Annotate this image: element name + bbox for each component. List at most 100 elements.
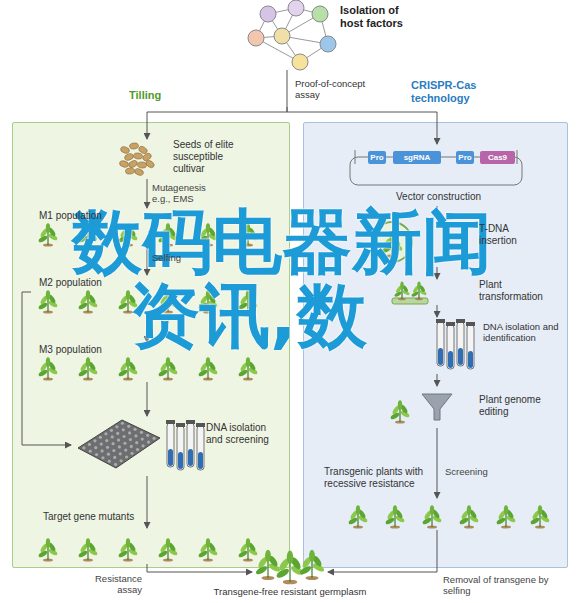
network-node <box>274 28 290 44</box>
network-node <box>288 0 304 16</box>
plant-icon <box>275 550 305 584</box>
seed <box>119 160 129 168</box>
leaf <box>238 235 249 244</box>
leaf <box>78 369 89 378</box>
leaf <box>246 223 250 233</box>
leaf <box>46 538 50 548</box>
leaf <box>78 302 89 311</box>
plant-stem <box>127 297 128 312</box>
leaf <box>78 235 89 244</box>
plant-stem <box>247 364 248 379</box>
node-text: Transgenic plants with recessive resista… <box>324 466 442 490</box>
node-text: Transgene-free resistant germplasm <box>200 586 380 597</box>
leaf <box>39 295 48 305</box>
soil <box>464 525 474 528</box>
plant-stem <box>167 545 168 560</box>
soil <box>83 377 93 380</box>
leaf <box>385 517 396 526</box>
leaf <box>88 548 99 557</box>
tdna-circle <box>372 222 412 262</box>
leaf <box>505 509 514 519</box>
plant-icon <box>38 357 59 380</box>
soil <box>43 558 53 561</box>
node-text: Plant transformation <box>479 279 554 303</box>
plate-well <box>112 449 115 452</box>
network-node <box>292 54 308 70</box>
leaf <box>391 236 401 247</box>
leaf <box>199 543 208 553</box>
step-node: M1 population <box>31 208 261 248</box>
leaf <box>158 550 169 559</box>
leaf <box>79 295 88 305</box>
leaf <box>391 405 400 415</box>
soil <box>123 377 133 380</box>
plant-stem <box>47 230 48 245</box>
leaf <box>431 509 440 519</box>
plant-icon <box>381 232 404 258</box>
leaf <box>206 538 210 548</box>
leaf <box>159 295 168 305</box>
seed <box>124 153 135 162</box>
leaf <box>239 543 248 553</box>
flow-arrow <box>437 428 438 498</box>
leaf <box>38 235 49 244</box>
step-node: Plant genome editing <box>386 386 536 428</box>
node-text: DNA isolation and screening <box>206 422 281 446</box>
network-link <box>256 36 282 38</box>
leaf <box>88 300 99 309</box>
flow-arrow <box>147 107 287 139</box>
leaf <box>530 517 541 526</box>
soil <box>501 525 511 528</box>
leaf <box>118 369 129 378</box>
leaf <box>539 509 548 519</box>
leaf <box>199 362 208 372</box>
vector-frame <box>350 157 522 185</box>
leaf <box>399 404 408 414</box>
plant-stem <box>87 230 88 245</box>
soil <box>353 525 363 528</box>
plant-stem <box>418 287 419 299</box>
leaf <box>248 548 259 557</box>
leaf <box>168 300 179 309</box>
leaf <box>206 357 210 367</box>
plant-stem <box>401 287 402 299</box>
soil <box>123 243 133 246</box>
soil <box>243 558 253 561</box>
leaf <box>469 515 480 524</box>
leaf <box>278 557 291 572</box>
leaf <box>208 300 219 309</box>
soil <box>203 558 213 561</box>
plant-icon <box>198 290 219 313</box>
seed <box>142 152 153 162</box>
leaf <box>79 228 88 238</box>
soil <box>163 377 173 380</box>
network-link <box>282 14 320 36</box>
leaf <box>118 302 129 311</box>
leaf <box>208 233 219 242</box>
plate-well <box>118 445 121 448</box>
leaf <box>248 233 259 242</box>
flow-arrow <box>147 564 252 572</box>
step-node: Transgenic plants with recessive resista… <box>323 498 548 530</box>
leaf <box>248 367 259 376</box>
plate-well <box>152 437 155 440</box>
leaf <box>238 550 249 559</box>
plant-stem <box>87 297 88 312</box>
leaf <box>275 567 290 579</box>
leaf <box>395 285 402 293</box>
plate-well <box>99 436 102 439</box>
node-text: CRISPR-Cas technology <box>411 79 491 105</box>
soil <box>387 254 398 258</box>
leaf <box>504 505 508 515</box>
leaf <box>246 538 250 548</box>
funnel <box>422 394 452 420</box>
plant-icon <box>238 223 259 246</box>
leaf <box>167 361 176 371</box>
flow-arrow <box>437 267 438 279</box>
leaf <box>459 517 470 526</box>
plant-icon <box>394 282 410 301</box>
network-node <box>312 6 328 22</box>
plant-icon <box>158 223 179 246</box>
leaf <box>87 294 96 304</box>
soil <box>163 558 173 561</box>
